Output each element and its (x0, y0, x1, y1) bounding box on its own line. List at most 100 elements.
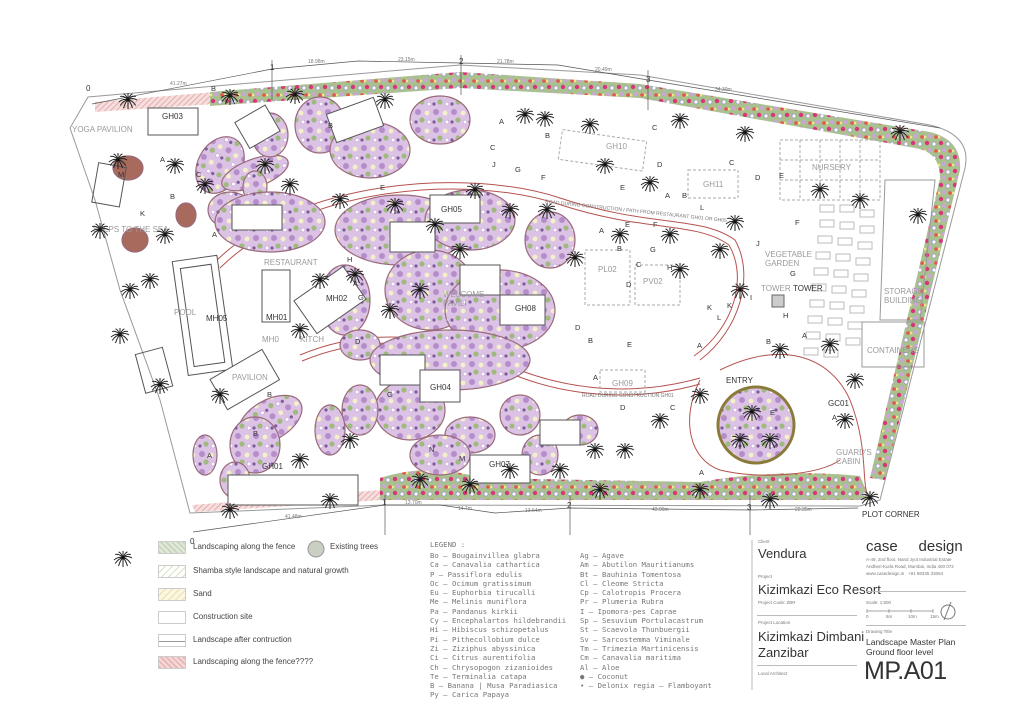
client-name: Vendura (758, 546, 807, 561)
project-label: Project (758, 574, 773, 579)
client-label: Client (758, 539, 770, 544)
palm-tree-icon (113, 551, 133, 567)
palm-tree-icon (590, 483, 610, 499)
firm-contact: www.casedesign.in +91 98335 33064 (866, 571, 944, 576)
palm-tree-icon (140, 273, 160, 289)
plant-legend-item: Ch — Chrysopogon zizanioides (430, 662, 554, 672)
swatch-shamba (158, 565, 186, 578)
bed-letter: A (593, 373, 598, 382)
bed-letter: L (700, 203, 704, 212)
bed-letter: M (118, 170, 124, 179)
palm-tree-icon (640, 176, 660, 192)
palm-tree-icon (210, 388, 230, 404)
plant-legend-item: B — Banana | Musa Paradiasica (430, 681, 558, 691)
palm-tree-icon (345, 268, 365, 284)
bed-letter: E (625, 220, 630, 229)
local-architect-label: Local Architect (758, 671, 788, 676)
bed-letter: H (783, 311, 788, 320)
palm-tree-icon (155, 228, 175, 244)
palm-tree-icon (850, 193, 870, 209)
label-gh11: GH11 (703, 180, 724, 189)
divider (866, 625, 966, 626)
area-labels: YOGA PAVILION STEPS TO THE SEA GH03 GH05… (72, 112, 923, 519)
fence-planting-bottom (380, 470, 870, 500)
legend-label: Construction site (193, 612, 253, 621)
scale-tick: 15m (930, 614, 939, 619)
label-plot-corner: PLOT CORNER (862, 510, 920, 519)
bed-letter: D (657, 160, 663, 169)
plant-legend-item: Eu — Euphorbia tirucalli (430, 588, 536, 598)
dimension-bottom: 41.48m (285, 514, 302, 520)
location-line-2: Zanzibar (758, 645, 809, 660)
bed-letter: A (665, 191, 670, 200)
bed-letter: D (575, 323, 581, 332)
bed-letter: B (328, 121, 333, 130)
palm-tree-icon (500, 203, 520, 219)
label-yoga-pavilion: YOGA PAVILION (72, 125, 133, 134)
north-arrow-icon (940, 601, 956, 621)
bed-letter: G (790, 269, 796, 278)
buildings (147, 96, 581, 506)
dimension-top: 21.78m (497, 59, 514, 65)
plant-legend-item: Zi — Ziziphus abyssinica (430, 643, 536, 653)
palm-tree-icon (565, 251, 585, 267)
bed-letter: G (515, 165, 521, 174)
bed-letter: B (588, 336, 593, 345)
palm-tree-icon (290, 323, 310, 339)
plant-legend-item: Oc — Ocimum gratissimum (430, 578, 532, 588)
grid-marker-bottom-0: 0 (190, 537, 195, 546)
palm-tree-icon (385, 198, 405, 214)
palm-tree-icon (110, 328, 130, 344)
bed-letter: D (626, 280, 632, 289)
palm-tree-icon (890, 125, 910, 141)
divider (757, 665, 857, 666)
plant-legend-item: Ci — Citrus aurentifolia (430, 653, 536, 663)
palm-tree-icon (710, 243, 730, 259)
palm-tree-icon (742, 405, 762, 421)
bed-letter: B (253, 429, 258, 438)
bed-letter: C (729, 158, 735, 167)
palm-tree-icon (670, 263, 690, 279)
palm-tree-icon (310, 273, 330, 289)
palm-tree-icon (90, 223, 110, 239)
plant-legend-item: Tm — Trimezia Martinicensis (580, 643, 699, 653)
grid-marker-top-3: 3 (646, 75, 651, 84)
plant-legend-item: P — Passiflora edulis (430, 569, 523, 579)
palm-tree-icon (340, 433, 360, 449)
palm-tree-icon (610, 228, 630, 244)
drawing-title: Landscape Master Plan (866, 637, 956, 647)
label-vegetable-garden: GARDEN (765, 259, 799, 268)
label-gh03: GH03 (162, 112, 183, 121)
label-storage-building: STORAGE (884, 287, 923, 296)
swatch-fence-red (158, 656, 186, 669)
fence-hatch-top (95, 92, 215, 112)
bed-letter: D (620, 403, 626, 412)
entry-roundabout-garden (716, 385, 796, 465)
palm-tree-icon (375, 93, 395, 109)
drawing-subtitle: Ground floor level (866, 647, 934, 657)
grid-marker-bottom-1: 1 (382, 498, 387, 507)
drawing-number: MP.A01 (864, 657, 947, 685)
label-storage-building: BUILDING (884, 296, 922, 305)
label-pool: POOL (174, 308, 197, 317)
grid-marker-top-0: 0 (86, 84, 91, 93)
bed-letter: G (650, 245, 656, 254)
plant-legend-item: Me — Melinis muniflora (430, 597, 527, 607)
firm-address: Andheri-Kurla Road, Mumbai, India 400 07… (866, 564, 954, 569)
palm-tree-icon (550, 463, 570, 479)
divider (866, 591, 966, 592)
dimension-top: 18.98m (308, 59, 325, 65)
palm-tree-icon (580, 118, 600, 134)
palm-tree-icon (450, 243, 470, 259)
palm-tree-icon (320, 493, 340, 509)
palm-tree-icon (460, 478, 480, 494)
palm-tree-icon (195, 178, 215, 194)
palm-tree-icon (120, 283, 140, 299)
palm-tree-icon (165, 158, 185, 174)
label-gh07: GH07 (489, 460, 510, 469)
bed-letter: E (770, 408, 775, 417)
palm-tree-icon (660, 228, 680, 244)
label-pavilion: PAVILION (232, 373, 268, 382)
fence-planting-top (210, 72, 961, 480)
